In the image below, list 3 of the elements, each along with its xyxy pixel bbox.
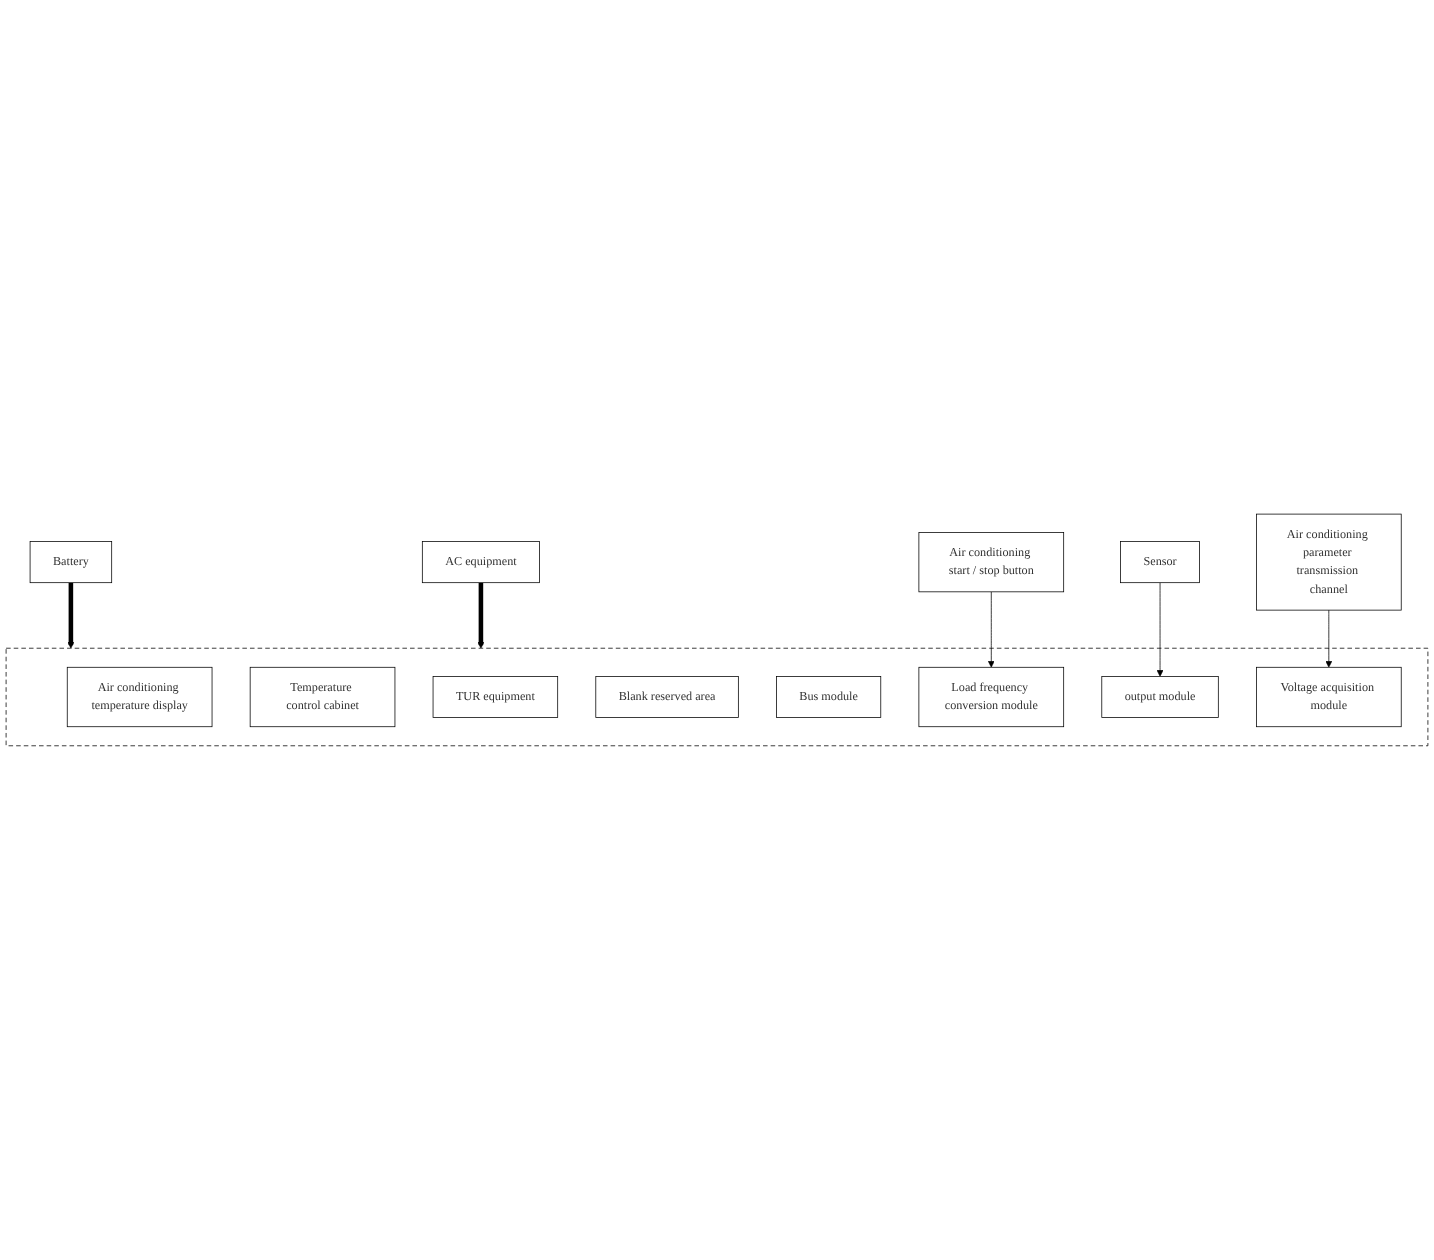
cluster [5, 647, 1429, 747]
arrow [477, 582, 485, 649]
arrow [67, 582, 75, 649]
